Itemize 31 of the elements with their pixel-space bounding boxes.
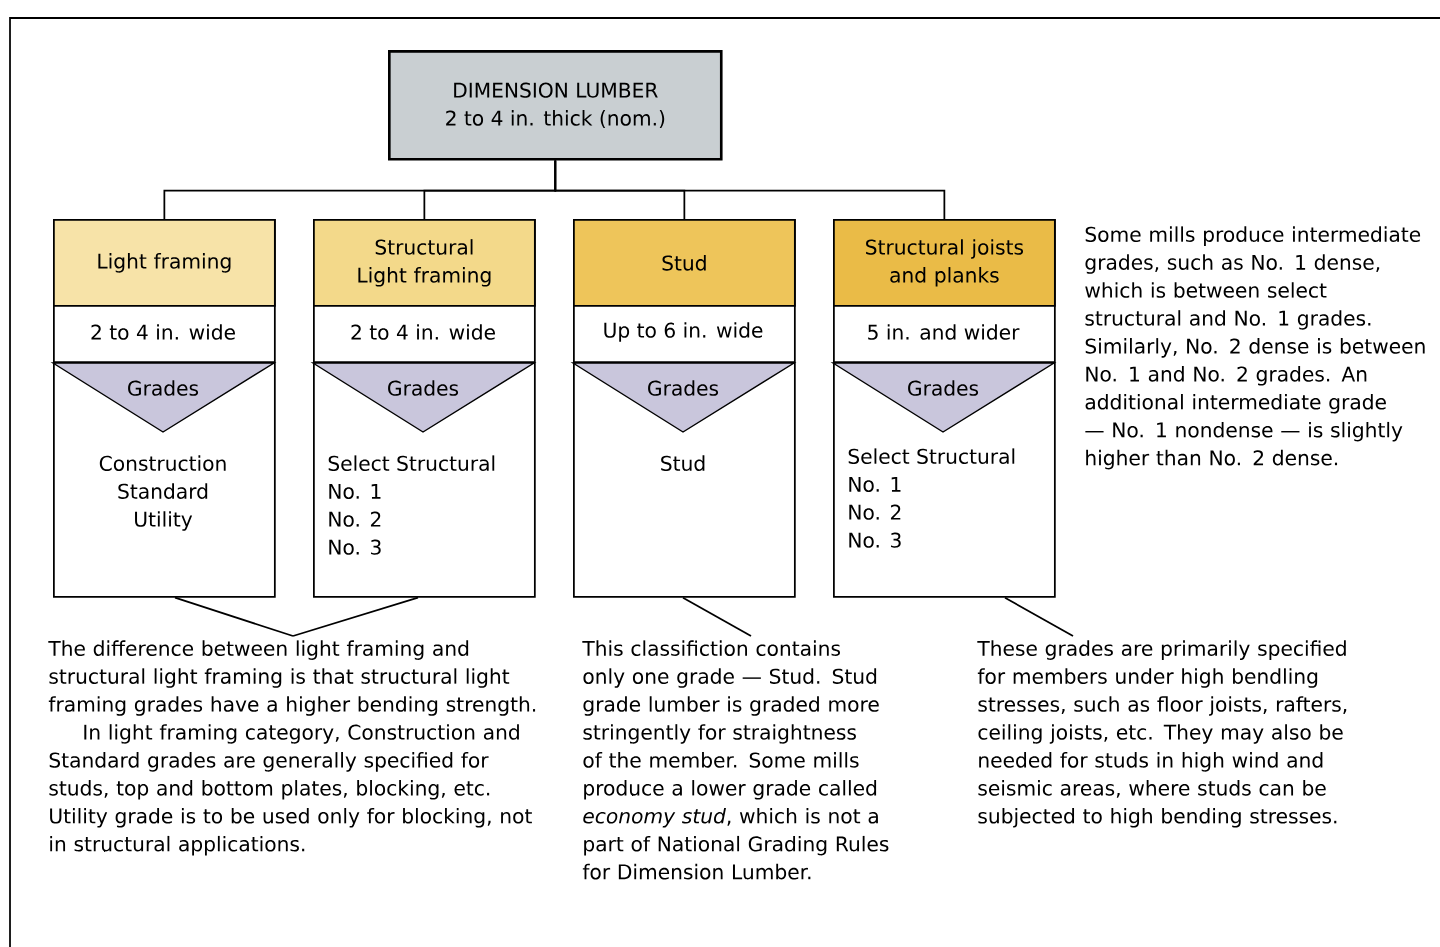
- node-label: No. 1: [329, 483, 381, 499]
- grade-list: Construction Standard Utility: [99, 455, 226, 531]
- grade-list: Select Structural No. 1 No. 2 No. 3: [328, 455, 495, 555]
- node-label: Select Structural: [328, 455, 495, 471]
- node-label: No. 3: [329, 539, 381, 555]
- header-band: Structural Light framing: [313, 219, 536, 307]
- grade-list: Select Structural No. 1 No. 2 No. 3: [848, 448, 1015, 548]
- leader-line: [174, 596, 294, 637]
- header-band: Stud: [573, 219, 796, 307]
- node-label: Select Structural: [848, 448, 1015, 464]
- grade-list: Stud: [661, 455, 705, 471]
- note-text: The difference between light framing and structural light framing is that structural light framing grades have a higher bending strength.: [48, 640, 536, 716]
- node-label: No. 3: [849, 532, 901, 548]
- header-band: Light framing: [53, 219, 276, 307]
- leader-line: [1004, 596, 1074, 637]
- width-label: 2 to 4 in. wide: [351, 324, 495, 340]
- header-band: Structural joists and planks: [833, 219, 1056, 307]
- node-label: No. 2: [849, 504, 901, 520]
- leader-line: [292, 596, 419, 637]
- title-box: DIMENSION LUMBER 2 to 4 in. thick (nom.): [388, 50, 723, 161]
- note-text: In light framing category, Construction and Standard grades are generally specified for studs, top and bottom plates, blocking, etc. Utility grade is to be used only for blocking, not in structural applications.: [49, 724, 532, 856]
- width-label: 5 in. and wider: [868, 324, 1020, 340]
- width-label: Up to 6 in. wide: [604, 322, 763, 342]
- width-label: 2 to 4 in. wide: [91, 324, 235, 340]
- connector-line: [554, 159, 946, 220]
- leader-line: [682, 596, 752, 637]
- node-label: No. 1: [849, 476, 901, 492]
- note-text: These grades are primarily specified for members under high bendling stresses, such as floor joists, rafters, ceiling joists, etc. They may also be needed for studs in high wind and seismic areas, where studs can be subjected to high bending stresses.: [977, 640, 1347, 828]
- note-text: This classifiction contains only one grade — Stud. Stud grade lumber is graded more stringently for straightness of the member. Some mills produce a lower grade called economy stud, which is not a part of National Grading Rules for Dimension Lumber.: [582, 640, 889, 880]
- side-note: Some mills produce intermediate grades, such as No. 1 dense, which is between select structural and No. 1 grades. Similarly, No. 2 dense is between No. 1 and No. 2 grades. An additional intermediate grade — No. 1 nondense — is slightly higher than No. 2 dense.: [1085, 226, 1425, 470]
- node-label: No. 2: [329, 511, 381, 527]
